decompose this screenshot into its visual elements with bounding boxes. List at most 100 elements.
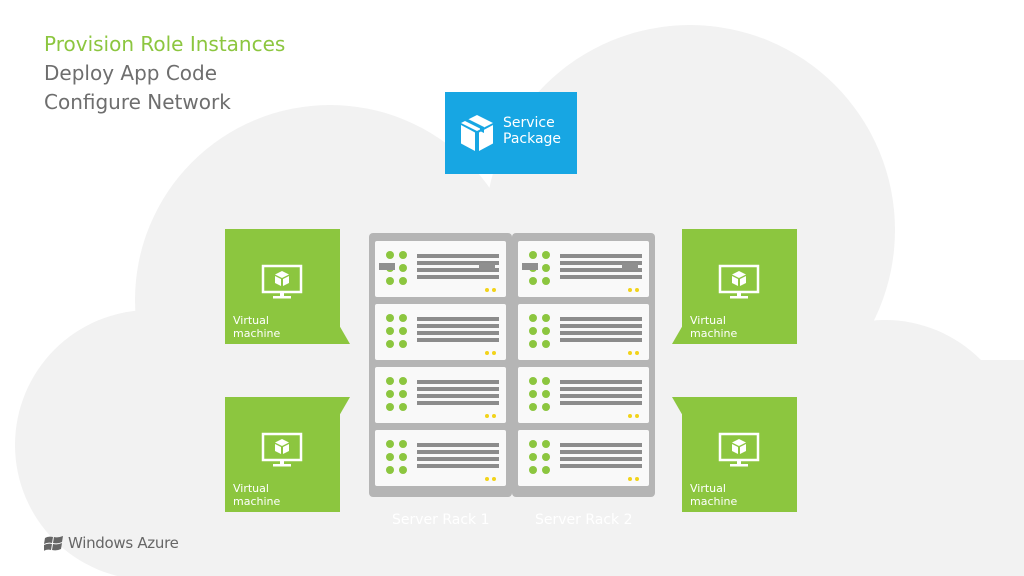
activity-led xyxy=(628,477,632,481)
status-led xyxy=(386,327,394,335)
activity-led xyxy=(635,477,639,481)
windows-azure-logo: Windows Azure xyxy=(44,534,179,552)
status-led xyxy=(542,264,550,272)
status-led xyxy=(386,277,394,285)
status-led xyxy=(529,327,537,335)
status-led xyxy=(399,314,407,322)
drive-slot xyxy=(417,268,499,272)
server-unit xyxy=(375,241,506,297)
status-led xyxy=(399,277,407,285)
drive-slot xyxy=(417,275,499,279)
activity-led xyxy=(485,288,489,292)
drive-slot xyxy=(560,380,642,384)
activity-led xyxy=(635,414,639,418)
virtual-machine-label: Virtual machine xyxy=(690,482,738,508)
status-led xyxy=(542,377,550,385)
drive-slot xyxy=(560,254,642,258)
status-led xyxy=(399,440,407,448)
status-led xyxy=(542,466,550,474)
status-led xyxy=(386,314,394,322)
service-package-line-1: Service xyxy=(503,115,555,131)
status-led xyxy=(399,327,407,335)
drive-slot xyxy=(560,450,642,454)
server-unit xyxy=(518,304,649,360)
server-rack-1 xyxy=(369,233,512,497)
status-led xyxy=(542,440,550,448)
status-led xyxy=(542,327,550,335)
drive-slot xyxy=(560,317,642,321)
package-box-icon xyxy=(461,115,493,151)
rack-foot xyxy=(522,263,538,270)
server-rack-2 xyxy=(512,233,655,497)
drive-slot xyxy=(560,394,642,398)
service-package-tile: Service Package xyxy=(445,92,577,174)
drive-slot xyxy=(560,401,642,405)
monitor-icon xyxy=(261,432,303,467)
server-unit xyxy=(375,304,506,360)
drive-slot xyxy=(560,261,642,265)
status-led xyxy=(386,340,394,348)
step-provision-role-instances: Provision Role Instances xyxy=(44,32,286,56)
status-led xyxy=(542,390,550,398)
activity-led xyxy=(628,414,632,418)
rack-foot xyxy=(479,263,495,270)
server-unit xyxy=(375,367,506,423)
virtual-machine-bottom-right: Virtual machine xyxy=(672,397,797,512)
status-led xyxy=(399,251,407,259)
status-led xyxy=(529,277,537,285)
drive-slot xyxy=(560,464,642,468)
status-led xyxy=(399,403,407,411)
drive-slot xyxy=(560,443,642,447)
drive-slot xyxy=(417,324,499,328)
status-led xyxy=(399,453,407,461)
server-unit xyxy=(375,430,506,486)
activity-led xyxy=(492,414,496,418)
status-led xyxy=(399,377,407,385)
drive-slot xyxy=(417,394,499,398)
brand-name: Windows Azure xyxy=(68,534,179,552)
drive-slot xyxy=(417,443,499,447)
activity-led xyxy=(635,288,639,292)
monitor-icon xyxy=(718,264,760,299)
drive-slot xyxy=(560,457,642,461)
drive-slot xyxy=(560,387,642,391)
service-package-label: Service Package xyxy=(503,115,561,147)
windows-flag-icon xyxy=(44,535,63,551)
virtual-machine-top-left: Virtual machine xyxy=(225,229,350,344)
virtual-machine-top-right: Virtual machine xyxy=(672,229,797,344)
server-rack-1-label: Server Rack 1 xyxy=(392,512,490,528)
server-unit xyxy=(518,430,649,486)
drive-slot xyxy=(560,324,642,328)
status-led xyxy=(542,453,550,461)
drive-slot xyxy=(560,268,642,272)
server-rack-2-label: Server Rack 2 xyxy=(535,512,633,528)
status-led xyxy=(386,377,394,385)
deployment-steps: Provision Role Instances Deploy App Code… xyxy=(44,30,285,117)
status-led xyxy=(542,251,550,259)
status-led xyxy=(529,251,537,259)
status-led xyxy=(386,251,394,259)
status-led xyxy=(386,390,394,398)
status-led xyxy=(386,403,394,411)
monitor-icon xyxy=(261,264,303,299)
drive-slot xyxy=(560,275,642,279)
drive-slot xyxy=(417,317,499,321)
drive-slot xyxy=(417,261,499,265)
step-deploy-app-code: Deploy App Code xyxy=(44,61,218,85)
drive-slot xyxy=(417,387,499,391)
status-led xyxy=(529,314,537,322)
status-led xyxy=(542,277,550,285)
activity-led xyxy=(492,477,496,481)
monitor-icon xyxy=(718,432,760,467)
drive-slot xyxy=(417,338,499,342)
status-led xyxy=(542,314,550,322)
activity-led xyxy=(628,351,632,355)
status-led xyxy=(529,466,537,474)
drive-slot xyxy=(417,380,499,384)
status-led xyxy=(386,453,394,461)
rack-foot xyxy=(379,263,395,270)
status-led xyxy=(399,264,407,272)
status-led xyxy=(399,340,407,348)
virtual-machine-label: Virtual machine xyxy=(233,314,281,340)
drive-slot xyxy=(417,457,499,461)
